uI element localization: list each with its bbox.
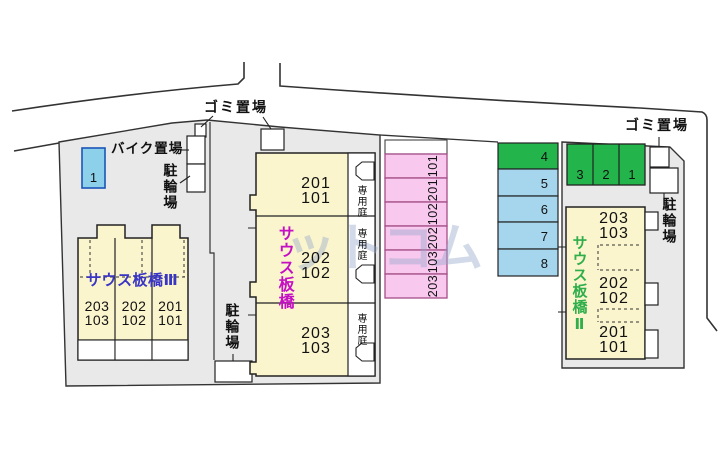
green-row-dividers bbox=[592, 144, 620, 185]
private-garden-label-2: 専用庭 bbox=[355, 228, 366, 261]
building-right-balconies bbox=[644, 211, 659, 359]
green-stall-number: 1 bbox=[628, 167, 636, 182]
private-garden-label-1: 専用庭 bbox=[355, 185, 366, 218]
road-line-lower-left bbox=[13, 142, 60, 152]
building-middle-unit-dividers bbox=[256, 215, 375, 304]
building-right-entry-ticks bbox=[558, 246, 566, 313]
building-middle bbox=[249, 152, 376, 377]
road-line-upper-right bbox=[279, 63, 718, 332]
pink-parking-stalls bbox=[384, 153, 448, 299]
bike-parking-box bbox=[186, 135, 206, 165]
bicycle-parking-box-left bbox=[186, 163, 206, 193]
green-stall-number: 3 bbox=[576, 167, 584, 182]
garbage-box-right bbox=[649, 146, 670, 168]
road-line-upper-left bbox=[11, 62, 245, 112]
bicycle-parking-label-right: 駐輪場 bbox=[661, 197, 678, 245]
column-stall-number: 7 bbox=[540, 229, 548, 244]
garbage-label-middle: ゴミ置場 bbox=[204, 99, 268, 115]
column-stall-number: 8 bbox=[540, 256, 548, 271]
bike-parking-label: バイク置場 bbox=[111, 141, 184, 156]
watermark: ットコム bbox=[284, 220, 483, 278]
pointer-lines bbox=[179, 115, 665, 361]
building-right-dashed-partitions bbox=[597, 244, 640, 323]
building-left-terrace-boxes bbox=[77, 339, 189, 361]
private-garden-label-3: 専用庭 bbox=[355, 313, 366, 346]
parking-number-blue-1: 1 bbox=[89, 170, 98, 185]
road-edge-gap bbox=[379, 134, 499, 143]
building-right bbox=[565, 206, 646, 360]
bicycle-parking-label-middle: 駐輪場 bbox=[224, 303, 241, 351]
parking-space-blue-1 bbox=[81, 147, 106, 189]
bay-window-shapes bbox=[355, 161, 375, 362]
pink-stall-number: 201 bbox=[426, 178, 440, 202]
green-stall-number: 2 bbox=[602, 167, 610, 182]
bicycle-parking-box-right bbox=[649, 167, 679, 194]
green-parking-row bbox=[566, 143, 646, 186]
column-stall-number: 4 bbox=[540, 149, 548, 164]
bicycle-parking-label-left: 駐輪場 bbox=[162, 163, 179, 211]
garbage-box-middle bbox=[260, 128, 285, 151]
building-middle-entry-ticks bbox=[248, 227, 256, 316]
building-left-dashed-partitions bbox=[80, 240, 186, 278]
column-stall-number: 5 bbox=[540, 176, 548, 191]
building-left-name: サウス板橋Ⅲ bbox=[86, 272, 179, 289]
column-stall-number: 6 bbox=[540, 202, 548, 217]
parcel-divider-line bbox=[209, 122, 215, 360]
building-right-name: サウス板橋Ⅱ bbox=[570, 235, 588, 334]
pink-column-top-box bbox=[384, 139, 448, 155]
building-middle-name: サウス板橋 bbox=[275, 225, 293, 310]
pink-stall-number: 101 bbox=[426, 154, 440, 178]
garbage-box-left bbox=[194, 123, 207, 138]
pink-stall-number: 103 bbox=[426, 250, 440, 274]
parking-stall-4 bbox=[497, 142, 559, 170]
bicycle-parking-box-middle bbox=[214, 360, 253, 383]
pink-stall-number: 202 bbox=[426, 226, 440, 250]
pink-stall-number: 203 bbox=[426, 274, 440, 298]
pink-stall-number: 102 bbox=[426, 202, 440, 226]
garbage-label-right: ゴミ置場 bbox=[625, 117, 689, 133]
blue-parking-stalls bbox=[497, 168, 559, 277]
